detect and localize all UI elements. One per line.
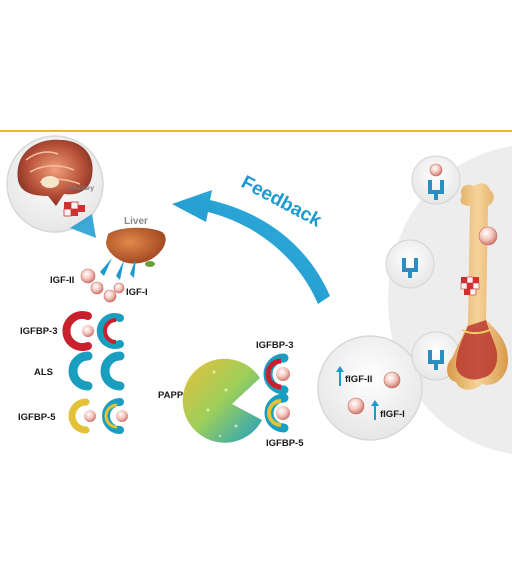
igfbp3-label-center: IGFBP-3	[256, 340, 293, 351]
bone-molecules	[460, 226, 498, 296]
gh-cluster	[63, 201, 85, 217]
feedback-arrow	[172, 190, 330, 304]
igfbp5-label-left: IGFBP-5	[18, 412, 56, 423]
igf2-label: IGF-II	[50, 275, 74, 286]
igf-molecules	[80, 268, 125, 303]
liver-icon	[106, 227, 166, 264]
figf2-label: fIGF-II	[345, 374, 372, 385]
igfbp5-icon-center	[264, 393, 290, 433]
liver-output-arrows	[100, 258, 136, 280]
figf1-label: fIGF-I	[380, 409, 405, 420]
igfbp5-label-center: IGFBP-5	[266, 438, 304, 449]
als-icon	[68, 351, 125, 391]
liver-label: Liver	[124, 216, 148, 227]
pituitary-panel: Pituitary	[6, 135, 104, 233]
up-arrow-icon	[371, 400, 379, 420]
up-arrow-icon	[336, 366, 344, 386]
pappa2-label: PAPP-A2	[158, 390, 198, 401]
free-igf-panel: fIGF-II fIGF-I	[317, 335, 423, 441]
pituitary-label: Pituitary	[68, 185, 94, 192]
pappa2-icon	[182, 358, 262, 443]
brain-icon	[17, 139, 93, 206]
pituitary-to-liver-arrow	[70, 214, 96, 238]
igfbp5-icon-left	[68, 398, 128, 434]
receptor-icon	[428, 350, 444, 370]
receptor-icon	[428, 180, 444, 200]
igfbp3-icon-center	[263, 353, 290, 395]
receptor-icon	[402, 258, 418, 278]
igfbp3-label-left: IGFBP-3	[20, 326, 57, 337]
pappa2-dots	[206, 370, 248, 440]
igf1-label: IGF-I	[126, 287, 148, 298]
igfbp3-icon-left	[62, 311, 124, 351]
receptor-panel-top	[411, 155, 461, 205]
receptor-panel-middle	[385, 239, 435, 289]
als-label: ALS	[34, 367, 53, 378]
